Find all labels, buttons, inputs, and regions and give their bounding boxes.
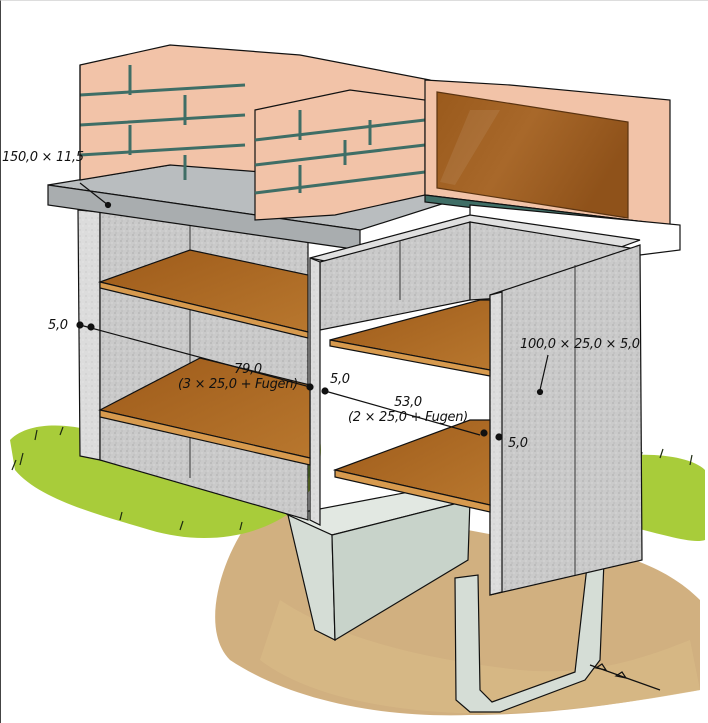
shelf-right-lower — [332, 419, 491, 513]
label-shelf-height-formula: (3 × 25,0 + Fugen) — [178, 377, 298, 392]
brick-pillar-front — [254, 89, 426, 221]
grill-plate — [436, 91, 629, 219]
right-pillar-box — [309, 214, 643, 596]
label-side-block: 100,0 × 25,0 × 5,0 — [520, 337, 640, 352]
shelf-left-upper — [97, 249, 309, 339]
label-middle-gap: 5,0 — [330, 372, 350, 387]
label-worktop-slab: 150,0 × 11,5 — [2, 150, 84, 165]
dimension-lines — [76, 182, 661, 691]
label-left-gap: 5,0 — [48, 318, 68, 333]
foundation-left — [286, 487, 473, 642]
label-shelf-height-value: 79,0 — [234, 362, 262, 377]
label-right-height-value: 53,0 — [394, 395, 422, 410]
label-right-height-formula: (2 × 25,0 + Fugen) — [348, 410, 468, 425]
label-right-gap: 5,0 — [508, 436, 528, 451]
shelf-left-lower — [98, 357, 311, 466]
shelf-right-upper — [329, 299, 491, 377]
